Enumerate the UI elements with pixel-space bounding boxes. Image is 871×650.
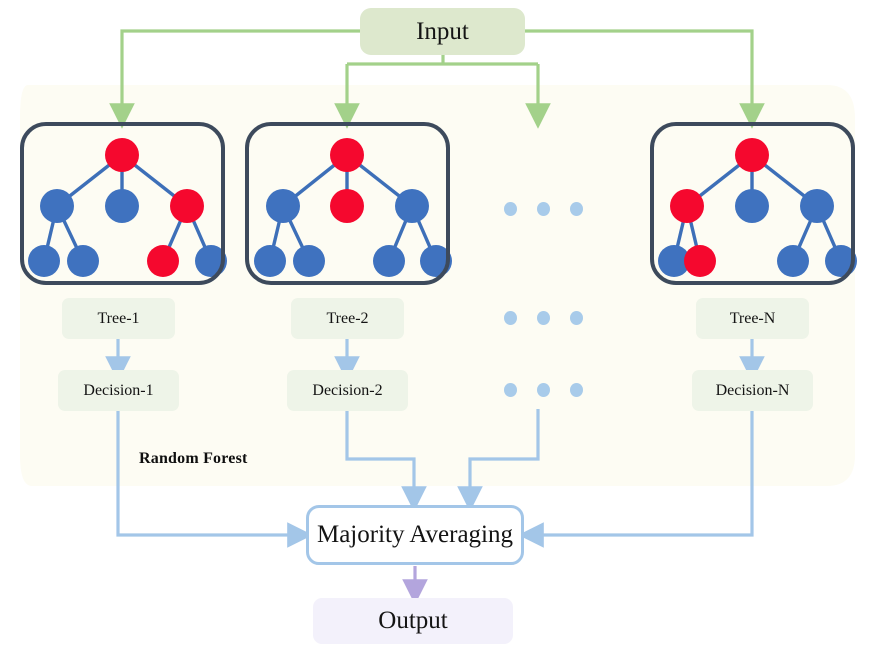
- ellipsis-dot: [504, 311, 517, 325]
- ellipsis-dot: [504, 383, 517, 397]
- tree-label-1[interactable]: Tree-1: [62, 298, 175, 339]
- ellipsis-dot: [570, 311, 583, 325]
- tree-label-2[interactable]: Tree-2: [291, 298, 404, 339]
- tree-label-n[interactable]: Tree-N: [696, 298, 809, 339]
- input-connectors: [109, 29, 765, 129]
- tree-card-2[interactable]: [245, 122, 450, 285]
- input-box[interactable]: Input: [360, 8, 525, 55]
- decision-label-1[interactable]: Decision-1: [58, 370, 179, 411]
- ellipsis-dot: [570, 202, 583, 216]
- ellipsis-dot: [537, 202, 550, 216]
- ellipsis-dot: [570, 383, 583, 397]
- decision-label-2[interactable]: Decision-2: [287, 370, 408, 411]
- random-forest-caption: Random Forest: [139, 450, 248, 467]
- ellipsis-tree-labels: [504, 311, 583, 325]
- output-box[interactable]: Output: [313, 598, 513, 644]
- ellipsis-trees: [504, 202, 583, 216]
- tree-card-1[interactable]: [20, 122, 225, 285]
- tree-1-nodes: [28, 138, 227, 277]
- ellipsis-decisions: [504, 383, 583, 397]
- majority-averaging-box[interactable]: Majority Averaging: [306, 505, 524, 565]
- tree-card-n[interactable]: [650, 122, 855, 285]
- tree-to-decision-arrows: [105, 339, 765, 382]
- ellipsis-dot: [504, 202, 517, 216]
- decision-label-n[interactable]: Decision-N: [692, 370, 813, 411]
- decision-to-majority-connectors: [116, 409, 754, 548]
- ellipsis-dot: [537, 311, 550, 325]
- ellipsis-dot: [537, 383, 550, 397]
- random-forest-panel: [20, 85, 855, 486]
